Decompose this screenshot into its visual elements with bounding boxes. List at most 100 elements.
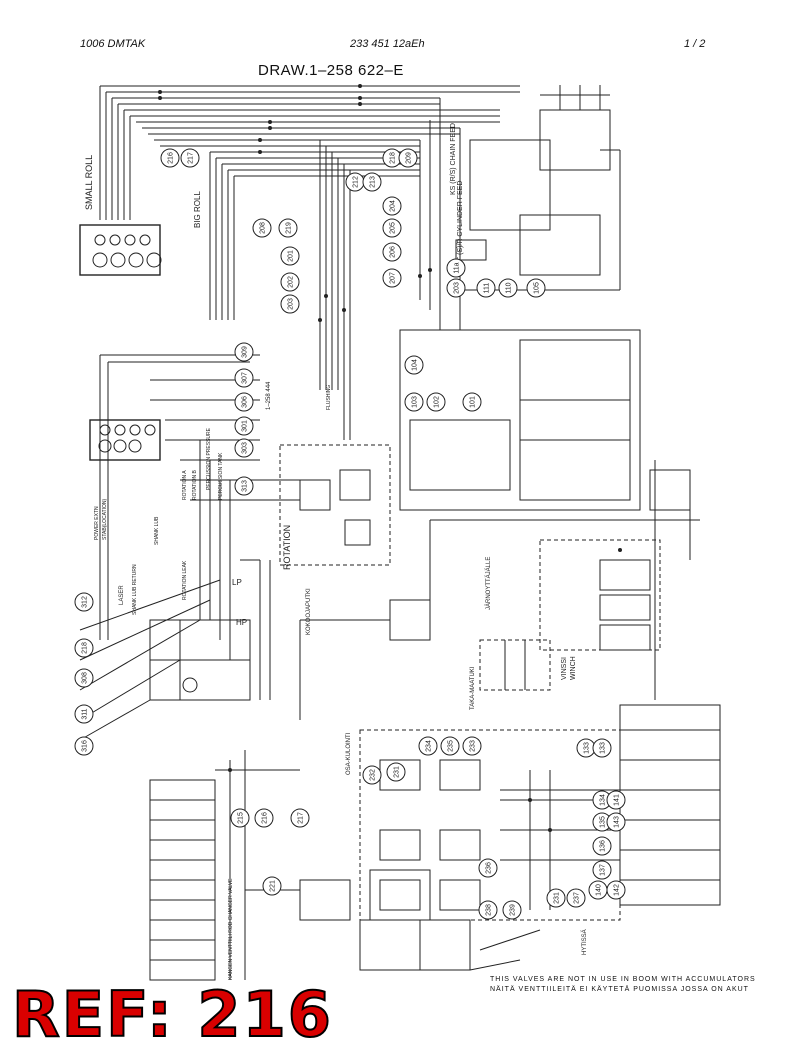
ref-bubble <box>74 638 94 658</box>
label-jarnoyttajalle: JÄRNOYTTÄJÄLLE <box>485 557 492 610</box>
label-kokoojaputki: KOKOOJAPUTKI <box>306 588 312 635</box>
ref-bubble <box>606 812 626 832</box>
ref-bubble-label: 201 <box>288 250 295 262</box>
ref-bubble-label: 306 <box>242 396 249 408</box>
ref-bubble-label: 142 <box>614 884 621 896</box>
ref-bubble <box>278 218 298 238</box>
ref-bubble-label: 218 <box>82 642 89 654</box>
ref-bubble <box>74 668 94 688</box>
ref-bubble <box>440 736 460 756</box>
ref-bubble-label: 238 <box>486 904 493 916</box>
ref-bubble-label: 104 <box>412 359 419 371</box>
ref-bubble-label: 308 <box>82 672 89 684</box>
ref-bubble-label: 216 <box>262 812 269 824</box>
ref-bubble-label: 237 <box>574 892 581 904</box>
ref-bubble-label: 312 <box>82 596 89 608</box>
ref-bubble-label: 135 <box>600 816 607 828</box>
ref-bubble <box>478 900 498 920</box>
ref-bubble <box>280 246 300 266</box>
label-small-roll: SMALL ROLL <box>84 155 94 210</box>
ref-bubble-label: 221 <box>270 880 277 892</box>
ref-bubble <box>592 738 612 758</box>
ref-bubble-label: 209 <box>406 152 413 164</box>
ref-bubble-label: 216 <box>168 152 175 164</box>
ref-bubble <box>254 808 274 828</box>
ref-bubble-label: 215 <box>238 812 245 824</box>
ref-bubble-label: 140 <box>596 884 603 896</box>
ref-bubble <box>546 888 566 908</box>
ref-bubble <box>446 258 466 278</box>
label-rotation-b: ROTATION B <box>192 470 198 500</box>
ref-bubble-label: 239 <box>510 904 517 916</box>
ref-bubble <box>418 736 438 756</box>
label-rotation-a: ROTATION A <box>182 470 188 500</box>
ref-bubble-label: 231 <box>394 766 401 778</box>
label-flushing: FLUSHING <box>326 385 332 410</box>
ref-bubble-label: 208 <box>260 222 267 234</box>
ref-bubble <box>234 438 254 458</box>
ref-bubble-label: 316 <box>82 740 89 752</box>
ref-bubble <box>280 272 300 292</box>
label-winch: WINCH <box>570 656 577 680</box>
ref-bubble <box>426 392 446 412</box>
ref-bubble <box>404 355 424 375</box>
ref-bubble-label: 231 <box>554 892 561 904</box>
ref-bubble-label: 213 <box>370 176 377 188</box>
ref-bubble <box>234 416 254 436</box>
ref-bubble-label: 111 <box>484 283 491 294</box>
label-hp: HP <box>236 618 247 627</box>
label-lp: LP <box>232 578 242 587</box>
ref-bubble <box>606 880 626 900</box>
ref-bubble <box>180 148 200 168</box>
ref-bubble-label: 110 <box>506 282 513 293</box>
ref-bubble-label: 206 <box>390 246 397 258</box>
label-ks-chain-feed: KS (R/S) CHAIN FEED <box>450 123 457 195</box>
ref-bubble-label: 218 <box>390 152 397 164</box>
ref-bubble-label: 313 <box>242 480 249 492</box>
reference-stamp: REF: 216 <box>11 977 333 1051</box>
ref-bubble-label: 141 <box>614 794 621 806</box>
header-left: 1006 DMTAK <box>80 38 146 50</box>
ref-bubble-label: 212 <box>353 176 360 188</box>
ref-bubble-label: 11a <box>454 262 461 273</box>
label-percussion-tank: PERCUSSION TANK <box>218 452 224 500</box>
ref-bubble <box>230 808 250 828</box>
ref-bubble-label: 233 <box>470 740 477 752</box>
ref-bubble <box>606 790 626 810</box>
ref-bubble-label: 136 <box>600 840 607 852</box>
ref-bubble <box>404 392 424 412</box>
ref-bubble <box>382 268 402 288</box>
ref-bubble <box>160 148 180 168</box>
ref-bubble <box>252 218 272 238</box>
label-taka-maatuki: TAKA-MAATUKI <box>470 666 476 710</box>
label-power-extn: POWER EXTN <box>94 506 100 540</box>
ref-bubble-label: 204 <box>390 200 397 212</box>
ref-bubble-label: 236 <box>486 862 493 874</box>
ref-bubble-label: 137 <box>600 864 607 876</box>
note-line-2: NÄITÄ VENTTIILEITÄ EI KÄYTETÄ PUOMISSA J… <box>490 986 749 993</box>
ref-bubble-label: 203 <box>288 298 295 310</box>
ref-bubble <box>382 196 402 216</box>
ref-bubble-label: 219 <box>286 222 293 234</box>
ref-bubble-label: 133 <box>600 742 607 754</box>
ref-bubble-label: 143 <box>614 816 621 828</box>
ref-bubble-label: 234 <box>426 740 433 752</box>
ref-bubble <box>382 218 402 238</box>
label-rotation-leak: ROTATION LEAK <box>182 560 188 600</box>
ref-bubble <box>382 242 402 262</box>
ref-bubble <box>566 888 586 908</box>
ref-bubble <box>74 736 94 756</box>
ref-bubble <box>462 736 482 756</box>
label-rotation: ROTATION <box>282 525 292 570</box>
ref-bubble-label: 303 <box>242 442 249 454</box>
ref-bubble-label: 307 <box>242 372 249 384</box>
label-shank-lub: SHANK LUB <box>154 516 160 545</box>
label-hytissa: HYTISSÄ <box>581 929 588 955</box>
ref-bubble-label: 134 <box>600 794 607 806</box>
ref-bubble-label: 217 <box>298 812 305 824</box>
